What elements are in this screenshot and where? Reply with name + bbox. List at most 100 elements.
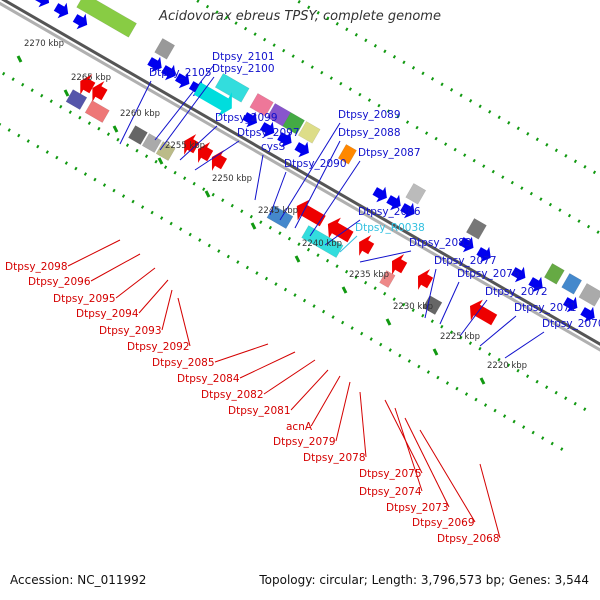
- backbone-layer: [0, 0, 600, 352]
- tick-mark: [204, 190, 211, 198]
- genome-summary-text: Topology: circular; Length: 3,796,573 bp…: [259, 573, 589, 587]
- tick-label: 2220 kbp: [487, 361, 527, 371]
- tick-mark: [157, 157, 164, 165]
- backbone-line: [0, 0, 600, 346]
- tick-mark: [63, 89, 70, 97]
- reverse-leader-line: [394, 407, 423, 492]
- reverse-gene-arrow: [418, 269, 434, 290]
- reverse-gene-arrow: [92, 81, 108, 102]
- reverse-leader-line: [335, 381, 351, 442]
- reverse-leader-line: [239, 351, 296, 379]
- forward-gene-arrow: [259, 121, 275, 138]
- forward-gene-label: Dtpsy_2088: [338, 127, 401, 139]
- reverse-leader-line: [384, 399, 423, 474]
- forward-leader-line: [279, 122, 341, 221]
- forward-leader-line: [309, 160, 361, 237]
- reverse-leader-line: [67, 239, 121, 267]
- reverse-gene-label: Dtpsy_2079: [273, 436, 336, 448]
- forward-leader-line: [439, 281, 460, 325]
- forward-gene-label: Dtpsy_2087: [358, 147, 421, 159]
- reverse-gene-label: Dtpsy_2074: [359, 486, 422, 498]
- reverse-gene-arrow: [80, 74, 96, 95]
- forward-leader-line: [179, 125, 218, 161]
- forward-gene-arrow: [53, 2, 69, 19]
- reverse-gene-block: [84, 100, 110, 123]
- forward-leader-line: [119, 80, 152, 145]
- reverse-gene-block: [65, 89, 88, 110]
- forward-gene-arrow: [476, 246, 491, 263]
- tick-label: 2240 kbp: [302, 239, 342, 249]
- reverse-gene-block: [266, 205, 294, 229]
- reverse-leader-line: [177, 297, 191, 347]
- tick-mark: [16, 55, 23, 63]
- forward-gene-label: Dtpsy_2099: [215, 112, 278, 124]
- forward-gene-block: [578, 283, 600, 307]
- forward-gene-block: [76, 0, 137, 38]
- reverse-gene-label: Dtpsy_2094: [76, 308, 139, 320]
- forward-leader-line: [269, 171, 287, 216]
- reverse-leader-line: [214, 343, 269, 363]
- forward-gene-block: [337, 144, 357, 165]
- forward-gene-label: cysS: [261, 141, 285, 153]
- forward-leader-line: [154, 64, 215, 141]
- forward-gene-label: Dtpsy_2076: [457, 268, 520, 280]
- reverse-gene-label: Dtpsy_2096: [28, 276, 91, 288]
- forward-gene-arrow: [400, 202, 415, 219]
- forward-gene-block: [465, 218, 487, 240]
- forward-gene-label: Dtpsy_2101: [212, 51, 275, 63]
- tick-label: 2245 kbp: [258, 206, 298, 216]
- reverse-gene-block: [422, 295, 443, 315]
- reverse-gene-block: [128, 125, 148, 145]
- reverse-gene-label: Dtpsy_2075: [359, 468, 422, 480]
- tick-mark: [385, 318, 392, 326]
- forward-gene-label: Dtpsy_2070: [542, 318, 600, 330]
- forward-gene-label: Dtpsy_2100: [212, 63, 275, 75]
- reverse-gene-label: Dtpsy_2081: [228, 405, 291, 417]
- tick-dotted-line: [0, 122, 571, 455]
- reverse-gene-label: Dtpsy_2093: [99, 325, 162, 337]
- tick-mark: [479, 377, 486, 385]
- tick-mark: [432, 348, 439, 356]
- reverse-leader-line: [479, 463, 501, 539]
- reverse-gene-label: Dtpsy_2082: [201, 389, 264, 401]
- tick-label: 2260 kbp: [120, 109, 160, 119]
- forward-gene-arrow: [242, 111, 257, 128]
- tick-label: 2235 kbp: [349, 270, 389, 280]
- tick-mark: [341, 286, 348, 294]
- forward-gene-block: [405, 183, 427, 205]
- forward-gene-label: Dtpsy_2090: [284, 158, 347, 170]
- reverse-leader-line: [263, 359, 316, 395]
- accession-text: Accession: NC_011992: [10, 573, 147, 587]
- reverse-leader-line: [161, 289, 173, 331]
- tick-mark: [294, 255, 301, 263]
- reverse-leader-line: [359, 391, 367, 458]
- reverse-gene-label: Dtpsy_2078: [303, 452, 366, 464]
- reverse-leader-line: [290, 369, 329, 411]
- forward-leader-line: [294, 140, 341, 229]
- tick-label: 2230 kbp: [393, 302, 433, 312]
- forward-gene-arrow: [580, 306, 595, 323]
- forward-leader-line: [479, 315, 517, 347]
- forward-leader-line: [254, 154, 264, 201]
- forward-gene-arrow: [277, 131, 292, 148]
- reverse-gene-label: acnA: [286, 421, 313, 433]
- forward-gene-arrow: [35, 0, 50, 8]
- reverse-gene-label: Dtpsy_2073: [386, 502, 449, 514]
- forward-gene-arrow: [147, 56, 162, 73]
- forward-gene-block: [214, 73, 250, 103]
- forward-gene-arrow: [386, 194, 401, 211]
- forward-leader-line: [504, 331, 545, 359]
- forward-leader-line: [359, 250, 412, 263]
- reverse-gene-block: [379, 270, 396, 288]
- forward-gene-arrow: [175, 72, 190, 89]
- leader-layer: [67, 64, 545, 539]
- forward-gene-label: Dtpsy_R0038: [355, 222, 425, 234]
- tick-mark: [112, 125, 119, 133]
- reverse-gene-label: Dtpsy_2092: [127, 341, 190, 353]
- tick-label: 2270 kbp: [24, 39, 64, 49]
- forward-gene-block: [282, 112, 305, 135]
- reverse-leader-line: [310, 375, 341, 427]
- forward-gene-arrow: [161, 64, 176, 81]
- forward-gene-block: [249, 93, 274, 117]
- forward-leader-line: [424, 268, 437, 319]
